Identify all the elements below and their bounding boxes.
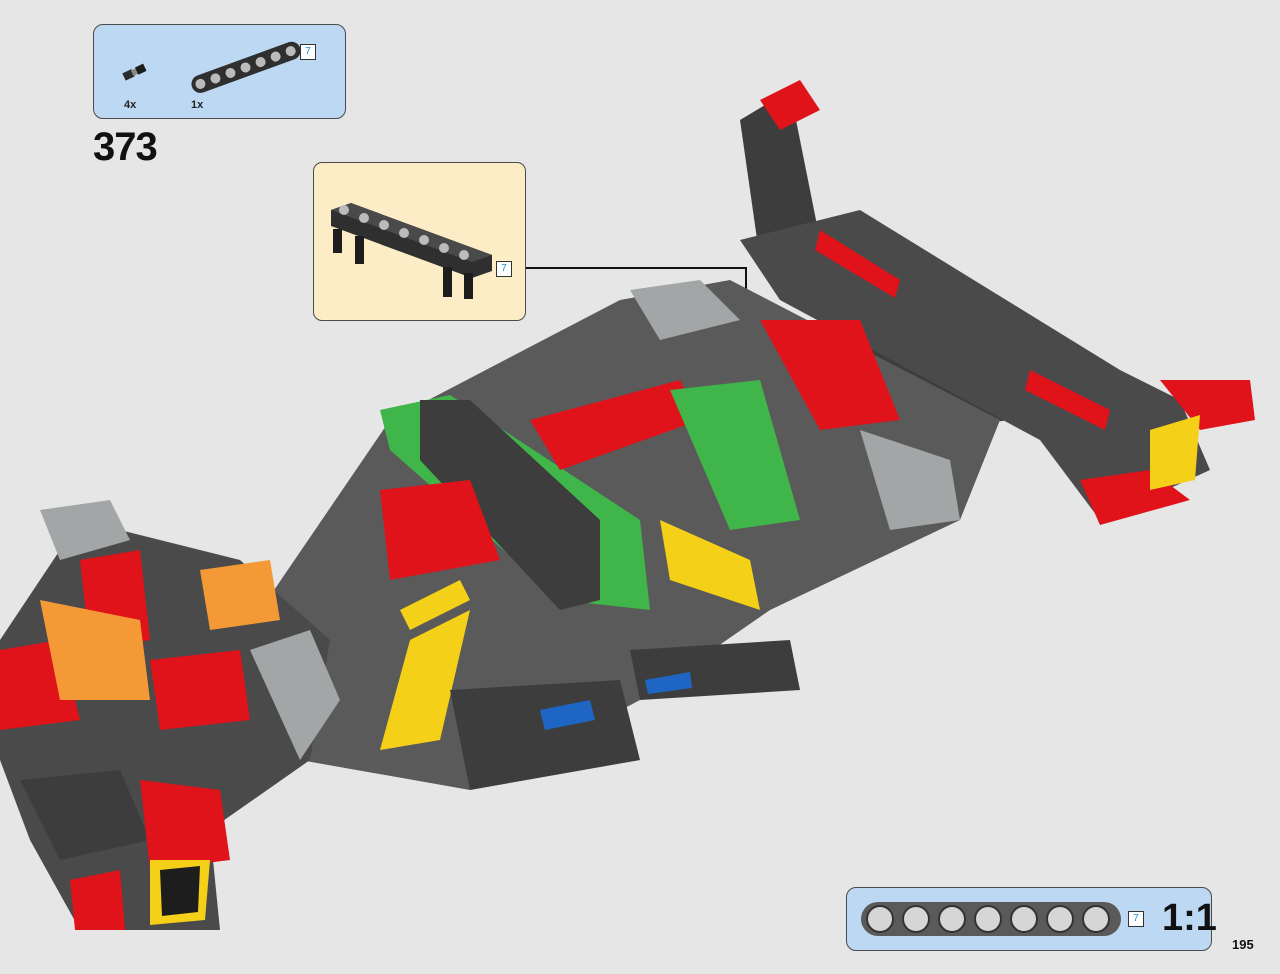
step-number: 373 bbox=[93, 125, 158, 169]
parts-list-box: 4x 1x 7 bbox=[93, 24, 346, 119]
liftarm-quantity: 1x bbox=[191, 99, 204, 111]
subassembly-callout: 7 bbox=[313, 162, 526, 321]
page-number: 195 bbox=[1232, 937, 1254, 952]
ruler-beam-illustration bbox=[861, 902, 1121, 936]
ruler-length-badge: 7 bbox=[1128, 911, 1144, 927]
axle-pin-quantity: 4x bbox=[124, 99, 137, 111]
rear-arm-assembly bbox=[740, 80, 1255, 525]
parts-illustration bbox=[122, 41, 301, 93]
callout-illustration bbox=[331, 203, 492, 299]
length-ruler-box: 7 bbox=[846, 887, 1212, 951]
liftarm-beam-icon bbox=[191, 41, 301, 93]
callout-length-badge: 7 bbox=[496, 261, 512, 277]
liftarm-length-badge: 7 bbox=[300, 44, 316, 60]
axle-pin-icon bbox=[122, 63, 147, 81]
liftarm-with-pins-icon bbox=[331, 203, 492, 299]
central-chassis bbox=[240, 280, 1000, 790]
ruler-scale-label: 1:1 bbox=[1162, 897, 1217, 939]
ruler-stud-holes bbox=[866, 905, 1110, 933]
front-assembly bbox=[0, 500, 340, 930]
